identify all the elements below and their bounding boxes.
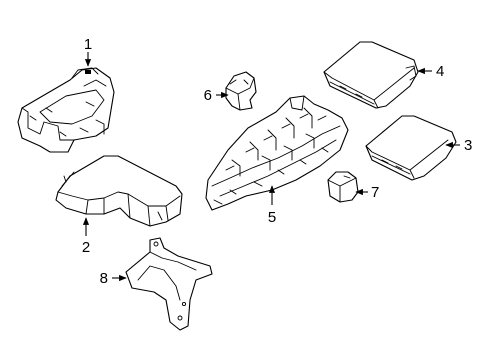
part-6-relay [225, 71, 257, 111]
callout-6: 6 [204, 87, 212, 104]
part-4-module [323, 41, 419, 109]
callout-labels: 1 2 3 4 5 6 7 8 [82, 36, 473, 287]
callout-5: 5 [268, 209, 276, 226]
callout-2: 2 [82, 239, 90, 256]
callout-7: 7 [371, 184, 379, 201]
callout-1: 1 [84, 36, 92, 53]
part-1-fuse-box-frame [17, 67, 115, 153]
part-3-module [365, 115, 457, 181]
part-7-relay [327, 171, 359, 203]
callout-3: 3 [464, 137, 472, 154]
callout-4: 4 [436, 63, 444, 80]
part-2-fuse-box-cover [55, 155, 183, 227]
part-5-junction-block [205, 95, 349, 211]
part-8-bracket [125, 237, 213, 331]
callout-8: 8 [100, 270, 108, 287]
leader-lines [82, 52, 460, 282]
